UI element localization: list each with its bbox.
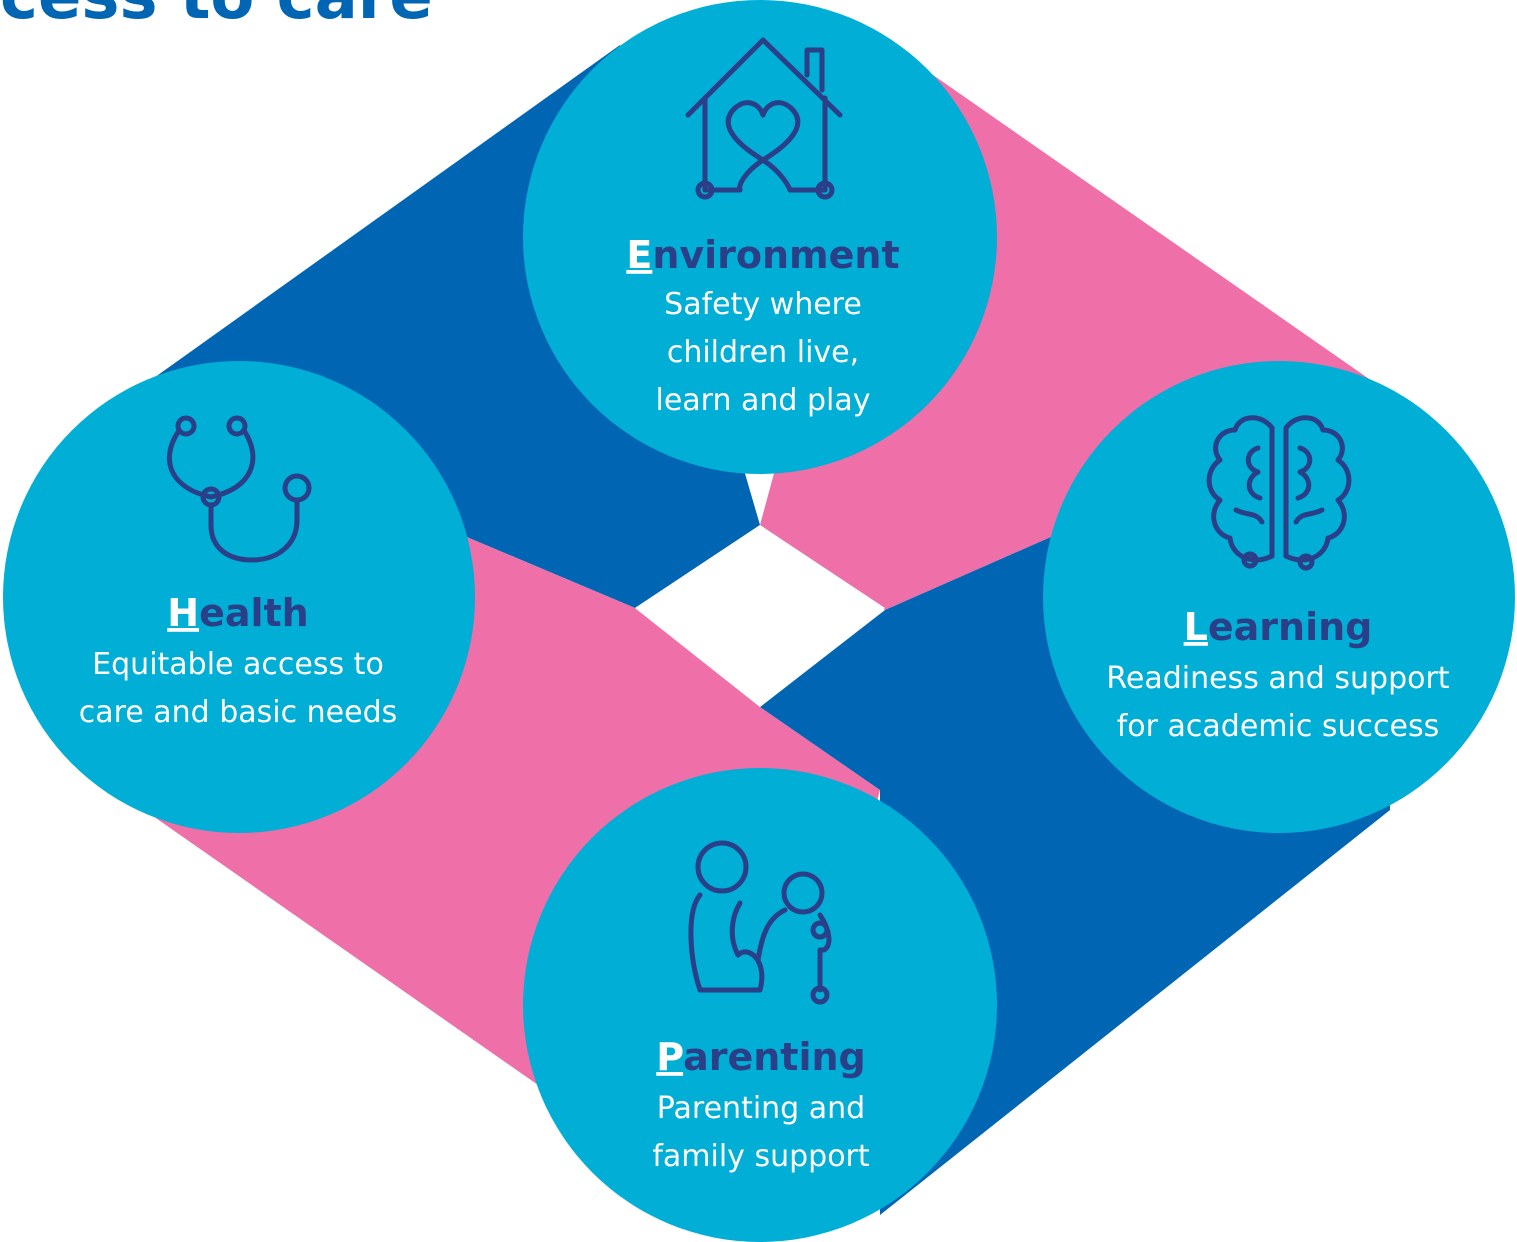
health-desc-line-1: Equitable access to bbox=[92, 647, 384, 682]
parenting-desc-line-2: family support bbox=[652, 1139, 870, 1174]
environment-circle bbox=[523, 0, 997, 474]
environment-desc-line-3: learn and play bbox=[655, 383, 870, 418]
parenting-desc-line-1: Parenting and bbox=[657, 1091, 865, 1126]
health-title-rest: ealth bbox=[199, 591, 309, 635]
learning-desc-line-2: for academic success bbox=[1117, 709, 1440, 744]
learning-circle bbox=[1043, 361, 1515, 833]
learning-title: Learning bbox=[1184, 605, 1373, 649]
brain-icon bbox=[1206, 415, 1352, 571]
learning-initial: L bbox=[1184, 605, 1208, 649]
stethoscope-icon bbox=[167, 415, 312, 563]
health-initial: H bbox=[167, 591, 199, 635]
health-desc-line-2: care and basic needs bbox=[79, 695, 398, 730]
learning-title-rest: earning bbox=[1208, 605, 1373, 649]
environment-title: Environment bbox=[626, 233, 899, 277]
health-circle bbox=[3, 361, 475, 833]
parenting-title-rest: arenting bbox=[683, 1035, 866, 1079]
parenting-initial: P bbox=[656, 1035, 683, 1079]
partial-header-title: cess to care bbox=[0, 0, 433, 34]
parenting-circle bbox=[523, 768, 997, 1242]
environment-desc-line-2: children live, bbox=[667, 335, 859, 370]
parenting-title: Parenting bbox=[656, 1035, 866, 1079]
environment-initial: E bbox=[626, 233, 652, 277]
house-heart-icon bbox=[685, 37, 843, 200]
health-title: Health bbox=[167, 591, 308, 635]
environment-title-rest: nvironment bbox=[652, 233, 899, 277]
learning-desc-line-1: Readiness and support bbox=[1106, 661, 1449, 696]
parent-child-icon bbox=[688, 840, 832, 1005]
environment-desc-line-1: Safety where bbox=[664, 287, 862, 322]
center-white-diamond bbox=[635, 525, 885, 707]
